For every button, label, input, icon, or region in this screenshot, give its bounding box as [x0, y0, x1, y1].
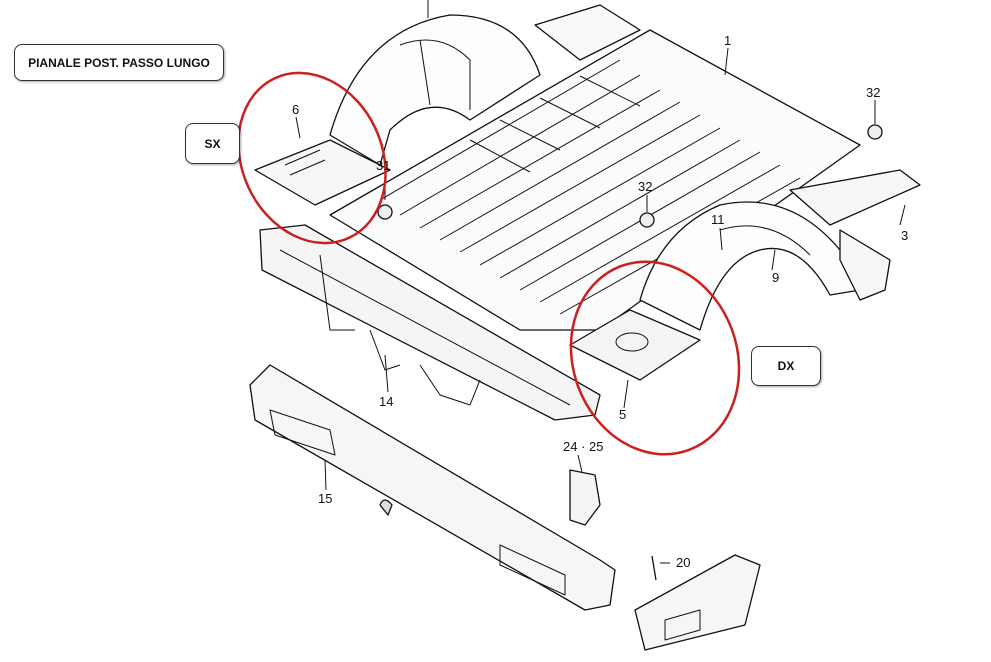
number-plate-bracket [634, 554, 761, 651]
callout-24-25: 24 · 25 [563, 439, 603, 454]
right-patch-plate [569, 309, 701, 381]
left-side-label: SX [204, 136, 221, 151]
callout-11: 11 [711, 212, 725, 227]
rear-crossmember [259, 224, 601, 421]
right-highlight-circle [569, 260, 741, 456]
diagram-title-box: PIANALE POST. PASSO LUNGO [14, 44, 224, 81]
left-highlight-circle [237, 71, 387, 245]
callout-1: 1 [724, 33, 731, 48]
rear-bumper [249, 364, 616, 611]
upper-bracket [534, 4, 641, 61]
callout-6: 6 [292, 102, 299, 117]
tow-bracket [569, 469, 601, 526]
side-rail [789, 169, 921, 226]
callout-20: 20 [676, 555, 690, 570]
callout-14: 14 [379, 394, 393, 409]
left-wheel-arch [329, 14, 541, 166]
callout-15: 15 [318, 491, 332, 506]
floor-ribs [379, 59, 801, 315]
callout-9: 9 [772, 270, 779, 285]
right-side-label-box: DX [751, 346, 821, 386]
grommet-31 [377, 204, 393, 220]
callout-32-right: 32 [866, 85, 880, 100]
screw-20 [651, 555, 657, 581]
left-patch-plate [254, 139, 391, 206]
diagram-title: PIANALE POST. PASSO LUNGO [28, 55, 210, 70]
grommet-32-right [867, 124, 883, 140]
left-side-label-box: SX [185, 123, 240, 164]
callout-3: 3 [901, 228, 908, 243]
callout-31: 31 [376, 158, 390, 173]
callout-5: 5 [619, 407, 626, 422]
right-side-label: DX [777, 359, 795, 373]
callout-32-center: 32 [638, 179, 652, 194]
grommet-32-center [639, 212, 655, 228]
plug-15 [379, 499, 393, 516]
